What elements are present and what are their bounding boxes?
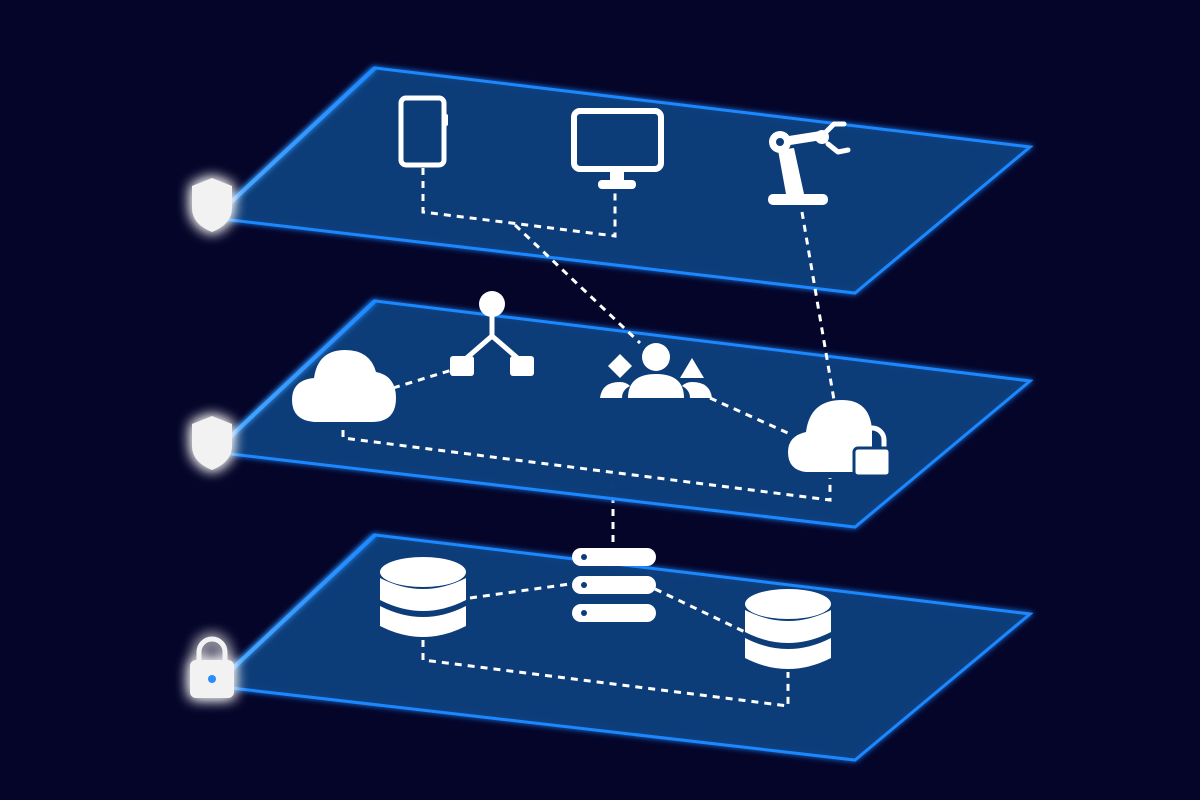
lock-icon (190, 636, 234, 698)
smartphone-icon (398, 95, 448, 168)
connection-line (800, 211, 836, 401)
secure-cloud-icon (788, 400, 892, 478)
device-layer-connections (421, 168, 617, 238)
connection-line (709, 396, 791, 436)
data-layer-glow-edge (212, 533, 377, 688)
device-layer (192, 66, 1034, 295)
cloud-icon (292, 350, 396, 422)
monitor-icon (571, 108, 664, 189)
connection-line (513, 223, 642, 345)
database-icon (745, 589, 831, 669)
device-layer-glow-edge (212, 66, 377, 220)
cloud-layer (192, 291, 1034, 529)
connection-line (421, 640, 790, 708)
shield-icon (192, 178, 232, 232)
data-layer (190, 470, 1034, 762)
connection-line (341, 430, 832, 502)
data-layer-connections (421, 470, 790, 708)
server-stack-icon (572, 548, 656, 622)
inter-layer-connections (513, 211, 836, 401)
network-node-icon (450, 291, 534, 376)
connection-line (469, 582, 571, 600)
robot-arm-icon (768, 121, 851, 205)
cloud-layer-connections (341, 368, 832, 502)
shield-icon (192, 416, 232, 470)
connection-line (421, 168, 617, 238)
cloud-layer-glow-edge (212, 299, 377, 454)
connection-line (654, 587, 746, 634)
database-icon (380, 557, 466, 637)
users-group-icon (600, 343, 712, 398)
connection-line (392, 368, 453, 390)
